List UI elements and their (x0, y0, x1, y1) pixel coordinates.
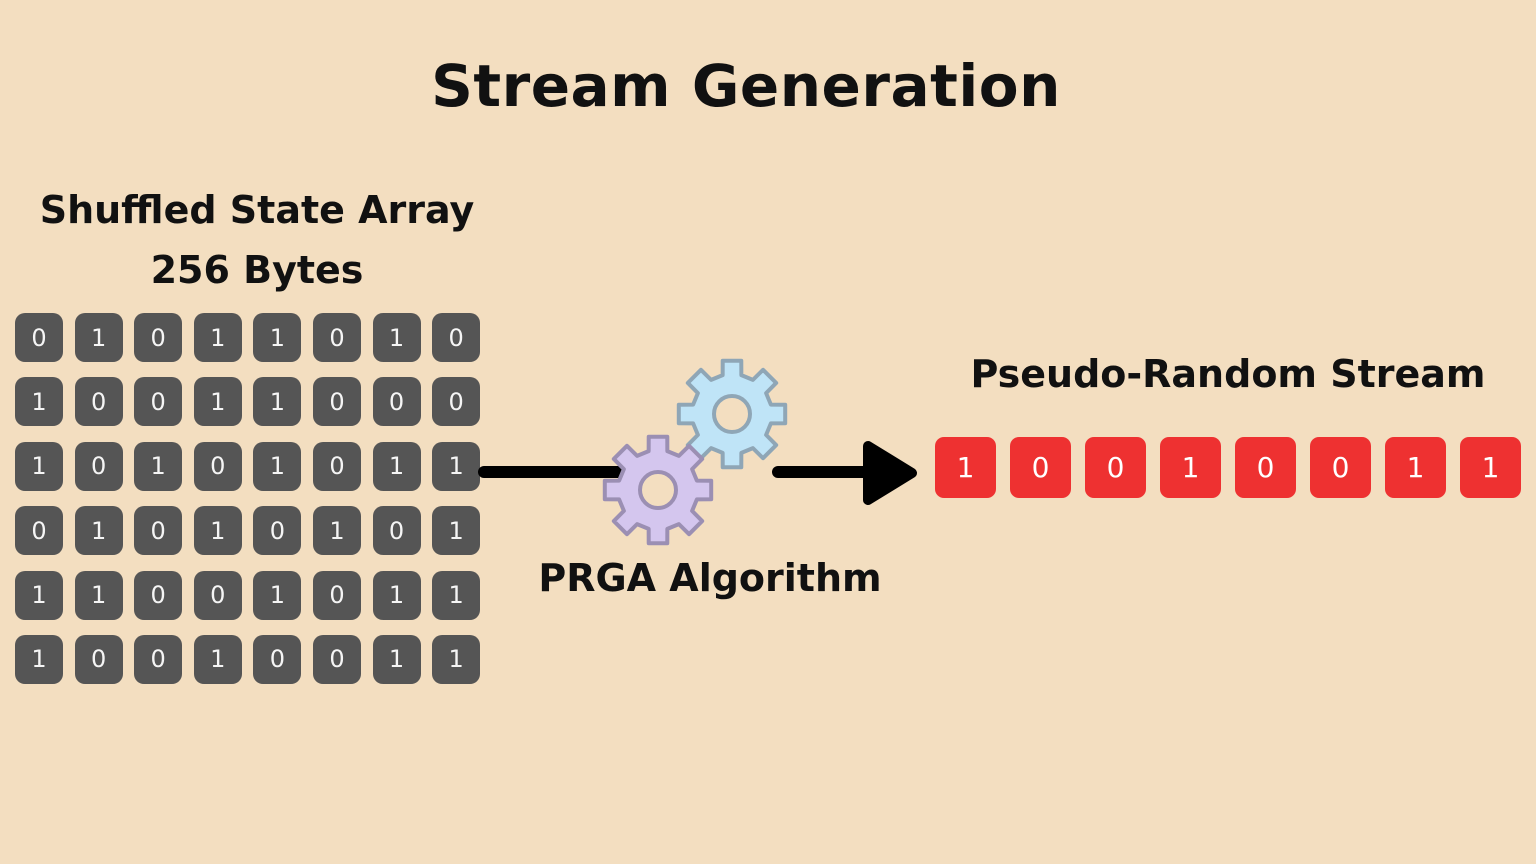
input-arrow-line (478, 466, 628, 478)
stream-bit-cell: 1 (1160, 437, 1221, 498)
state-bit-cell: 0 (372, 377, 421, 427)
state-bit-cell: 1 (312, 506, 361, 556)
state-bit-cell: 0 (74, 634, 123, 684)
state-bit-cell: 0 (372, 506, 421, 556)
state-bit-cell: 0 (312, 313, 361, 362)
state-bit-cell: 1 (193, 506, 242, 556)
state-bit-cell: 0 (432, 313, 481, 362)
state-bit-cell: 0 (193, 441, 242, 491)
state-bit-cell: 1 (74, 570, 123, 620)
state-bit-cell: 0 (312, 570, 361, 620)
stream-bit-cell: 1 (1385, 437, 1446, 498)
gear-icon-purple (602, 434, 714, 546)
state-bit-cell: 0 (432, 377, 481, 427)
state-bit-cell: 0 (134, 506, 183, 556)
state-bit-cell: 1 (193, 313, 242, 362)
stream-bit-cell: 0 (1235, 437, 1296, 498)
state-bit-cell: 1 (432, 506, 481, 556)
prga-algorithm-label: PRGA Algorithm (538, 556, 882, 600)
stream-bit-cell: 0 (1010, 437, 1071, 498)
state-bit-cell: 0 (134, 377, 183, 427)
state-bit-cell: 1 (74, 506, 123, 556)
state-bit-cell: 0 (193, 570, 242, 620)
stream-bit-cell: 1 (1460, 437, 1521, 498)
output-arrow-line (772, 466, 890, 478)
state-bit-cell: 0 (134, 313, 183, 362)
state-bit-cell: 0 (312, 634, 361, 684)
state-bit-cell: 1 (15, 634, 63, 684)
diagram-title: Stream Generation (431, 52, 1061, 120)
state-bit-cell: 0 (253, 506, 302, 556)
state-bit-cell: 0 (134, 634, 183, 684)
stream-bit-cell: 0 (1085, 437, 1146, 498)
state-bit-cell: 1 (372, 634, 421, 684)
state-bit-cell: 1 (74, 313, 123, 362)
state-bit-cell: 1 (432, 441, 481, 491)
state-bit-cell: 0 (312, 377, 361, 427)
state-bit-cell: 0 (15, 313, 63, 362)
state-bit-cell: 1 (432, 570, 481, 620)
state-bit-cell: 0 (74, 377, 123, 427)
state-bit-cell: 0 (312, 441, 361, 491)
state-bit-cell: 1 (253, 441, 302, 491)
state-array-label: Shuffled State Array 256 Bytes (10, 180, 504, 300)
state-bit-cell: 1 (15, 377, 63, 427)
state-bit-cell: 0 (253, 634, 302, 684)
state-bit-cell: 1 (372, 313, 421, 362)
state-bit-cell: 1 (15, 570, 63, 620)
state-array-label-line2: 256 Bytes (150, 248, 364, 292)
state-bit-cell: 1 (372, 570, 421, 620)
state-bit-cell: 1 (432, 634, 481, 684)
state-array-label-line1: Shuffled State Array (39, 188, 475, 232)
stream-bit-cell: 0 (1310, 437, 1371, 498)
gear-icon-blue (676, 358, 788, 470)
state-bit-cell: 1 (253, 570, 302, 620)
output-arrow-head (863, 441, 917, 505)
state-bit-cell: 1 (134, 441, 183, 491)
state-bit-cell: 0 (134, 570, 183, 620)
state-bit-cell: 1 (193, 377, 242, 427)
state-bit-cell: 1 (372, 441, 421, 491)
state-bit-cell: 1 (253, 313, 302, 362)
state-bit-cell: 0 (15, 506, 63, 556)
stream-label: Pseudo-Random Stream (970, 352, 1486, 396)
state-bit-cell: 1 (193, 634, 242, 684)
state-bit-cell: 1 (15, 441, 63, 491)
stream-bit-cell: 1 (935, 437, 996, 498)
state-bit-cell: 1 (253, 377, 302, 427)
state-bit-cell: 0 (74, 441, 123, 491)
